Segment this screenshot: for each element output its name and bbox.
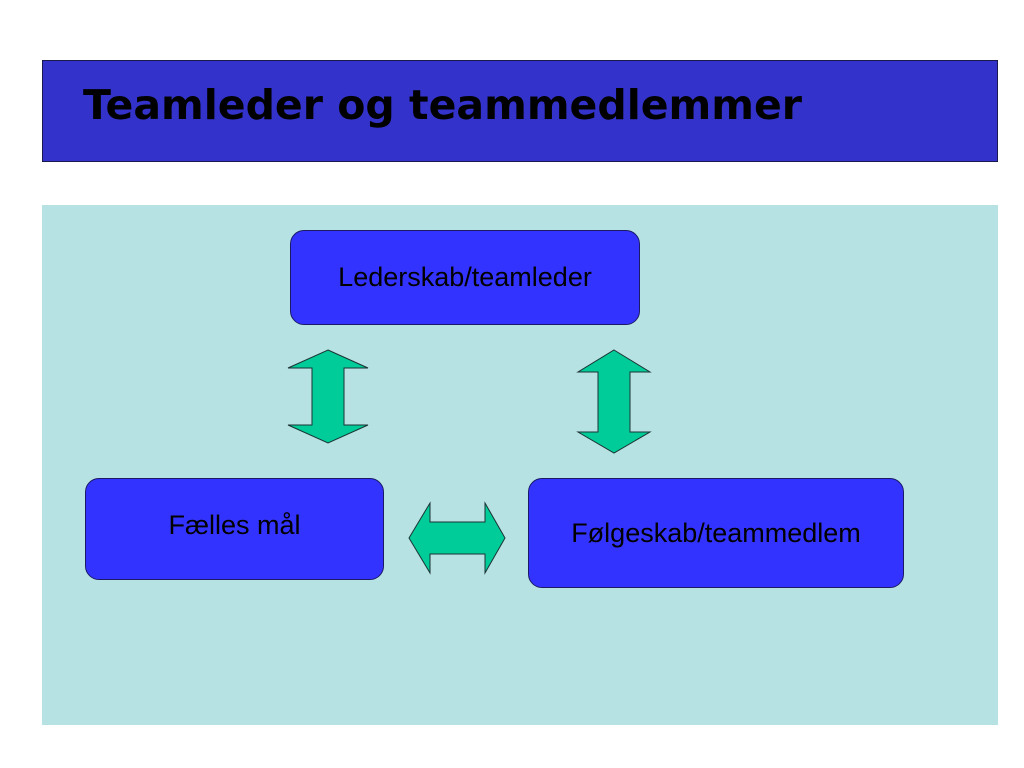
title-bar: Teamleder og teammedlemmer	[42, 60, 998, 162]
slide-title: Teamleder og teammedlemmer	[83, 81, 803, 129]
node-leadership: Lederskab/teamleder	[290, 230, 640, 325]
node-shared-goal: Fælles mål	[85, 478, 384, 580]
node-followership: Følgeskab/teammedlem	[528, 478, 904, 588]
node-followership-label: Følgeskab/teammedlem	[571, 517, 861, 548]
node-leadership-label: Lederskab/teamleder	[338, 262, 592, 292]
node-shared-goal-label: Fælles mål	[168, 509, 301, 540]
